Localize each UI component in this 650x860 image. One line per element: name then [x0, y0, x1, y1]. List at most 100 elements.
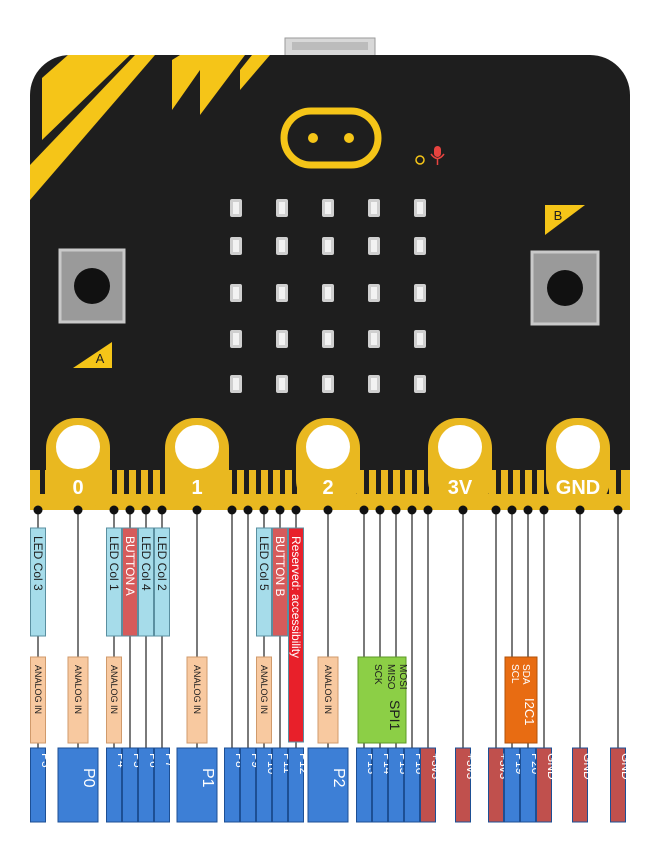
- button-a-label: A: [96, 351, 105, 366]
- pin-label: +3v3: [429, 753, 443, 780]
- pin-label: P1: [199, 768, 216, 788]
- i2c-sda-label: SDA: [520, 664, 531, 685]
- pin-box: GND: [572, 747, 595, 823]
- pin-dot: [375, 505, 385, 515]
- pin-dot: [109, 505, 119, 515]
- function-label-text: LED Col 4: [139, 536, 153, 591]
- logo-eye-right: [344, 133, 354, 143]
- edge-pad-label: 0: [72, 477, 83, 499]
- edge-tooth: [136, 462, 141, 494]
- led-3-1: [276, 330, 288, 348]
- pin-box: +3v3: [455, 747, 478, 823]
- pin-label: GND: [581, 753, 595, 780]
- analog-in-text: ANALOG IN: [109, 665, 119, 714]
- analog-in-label: ANALOG IN: [106, 656, 122, 744]
- spi-sck-label: SCK: [372, 664, 383, 685]
- pin-dot: [507, 505, 517, 515]
- led-4-1: [276, 375, 288, 393]
- board-body: [30, 55, 630, 510]
- edge-pad-3[interactable]: 3V: [428, 418, 492, 510]
- pin-box: P1: [176, 747, 218, 823]
- edge-pad-2[interactable]: 2: [296, 418, 360, 510]
- spi-miso-label: MISO: [385, 664, 396, 690]
- function-label-text: LED Col 3: [31, 536, 45, 591]
- pin-dot: [423, 505, 433, 515]
- led-0-0: [230, 199, 242, 217]
- edge-tooth: [616, 462, 621, 494]
- edge-pad-0[interactable]: 0: [46, 418, 110, 510]
- led-matrix: [230, 199, 426, 393]
- pin-dot: [275, 505, 285, 515]
- led-2-0: [230, 284, 242, 302]
- microphone-icon: [430, 146, 445, 165]
- edge-tooth: [256, 462, 261, 494]
- button-b-label-tag: B: [545, 205, 585, 235]
- function-label-led-col-5: LED Col 5: [256, 527, 272, 637]
- edge-tooth: [268, 462, 273, 494]
- led-3-4: [414, 330, 426, 348]
- function-label-button-b: BUTTON B: [272, 527, 288, 637]
- pin-label: P2: [330, 768, 347, 788]
- pin-box: GND: [610, 747, 633, 823]
- edge-tooth: [424, 462, 429, 494]
- pin-label: GND: [545, 753, 559, 780]
- led-3-2: [322, 330, 334, 348]
- edge-tooth: [388, 462, 393, 494]
- edge-tooth: [292, 462, 297, 494]
- pin-dot: [458, 505, 468, 515]
- led-2-3: [368, 284, 380, 302]
- function-label-text: Reserved: accessibility: [289, 536, 303, 658]
- edge-tooth: [496, 462, 501, 494]
- pin-dot: [391, 505, 401, 515]
- led-0-4: [414, 199, 426, 217]
- corner-stripes: [30, 55, 270, 200]
- led-3-3: [368, 330, 380, 348]
- led-2-4: [414, 284, 426, 302]
- pin-dot: [575, 505, 585, 515]
- led-4-0: [230, 375, 242, 393]
- button-a[interactable]: [58, 248, 126, 324]
- edge-tooth: [280, 462, 285, 494]
- led-1-1: [276, 237, 288, 255]
- pin-dot: [259, 505, 269, 515]
- pin-dot: [141, 505, 151, 515]
- edge-pad-4[interactable]: GND: [546, 418, 610, 510]
- led-2-1: [276, 284, 288, 302]
- function-label-button-a: BUTTON A: [122, 527, 138, 637]
- edge-tooth: [232, 462, 237, 494]
- edge-tooth: [400, 462, 405, 494]
- logo-eye-left: [308, 133, 318, 143]
- analog-in-text: ANALOG IN: [323, 665, 333, 714]
- edge-pad-1[interactable]: 1: [165, 418, 229, 510]
- analog-in-label: ANALOG IN: [317, 656, 339, 744]
- usb-connector-inner: [292, 42, 368, 50]
- analog-in-label: ANALOG IN: [30, 656, 46, 744]
- led-2-2: [322, 284, 334, 302]
- function-label-led-col-3: LED Col 3: [30, 527, 46, 637]
- analog-in-text: ANALOG IN: [73, 665, 83, 714]
- pin-dot: [33, 505, 43, 515]
- edge-pad-label: 3V: [448, 477, 473, 499]
- function-label-text: LED Col 1: [107, 536, 121, 591]
- edge-pad-label: 1: [191, 477, 202, 499]
- led-0-3: [368, 199, 380, 217]
- analog-in-text: ANALOG IN: [33, 665, 43, 714]
- function-label-reserved: Reserved: accessibility: [288, 527, 304, 743]
- pin-boxes: P3P0P4P5P6P7P1P8P9P10P11P12P2P13P14P15P1…: [30, 747, 633, 823]
- edge-tooth: [124, 462, 129, 494]
- led-1-2: [322, 237, 334, 255]
- pin-box: P3: [30, 747, 53, 823]
- button-b-label: B: [554, 208, 563, 223]
- pin-label: P7: [163, 753, 177, 768]
- pin-dot: [539, 505, 549, 515]
- led-4-3: [368, 375, 380, 393]
- pin-dot: [291, 505, 301, 515]
- function-label-led-col-1: LED Col 1: [106, 527, 122, 637]
- button-b[interactable]: [530, 250, 600, 326]
- pin-label: GND: [619, 753, 633, 780]
- logo-touch-icon[interactable]: [280, 107, 382, 169]
- led-1-4: [414, 237, 426, 255]
- edge-pad-label: 2: [322, 477, 333, 499]
